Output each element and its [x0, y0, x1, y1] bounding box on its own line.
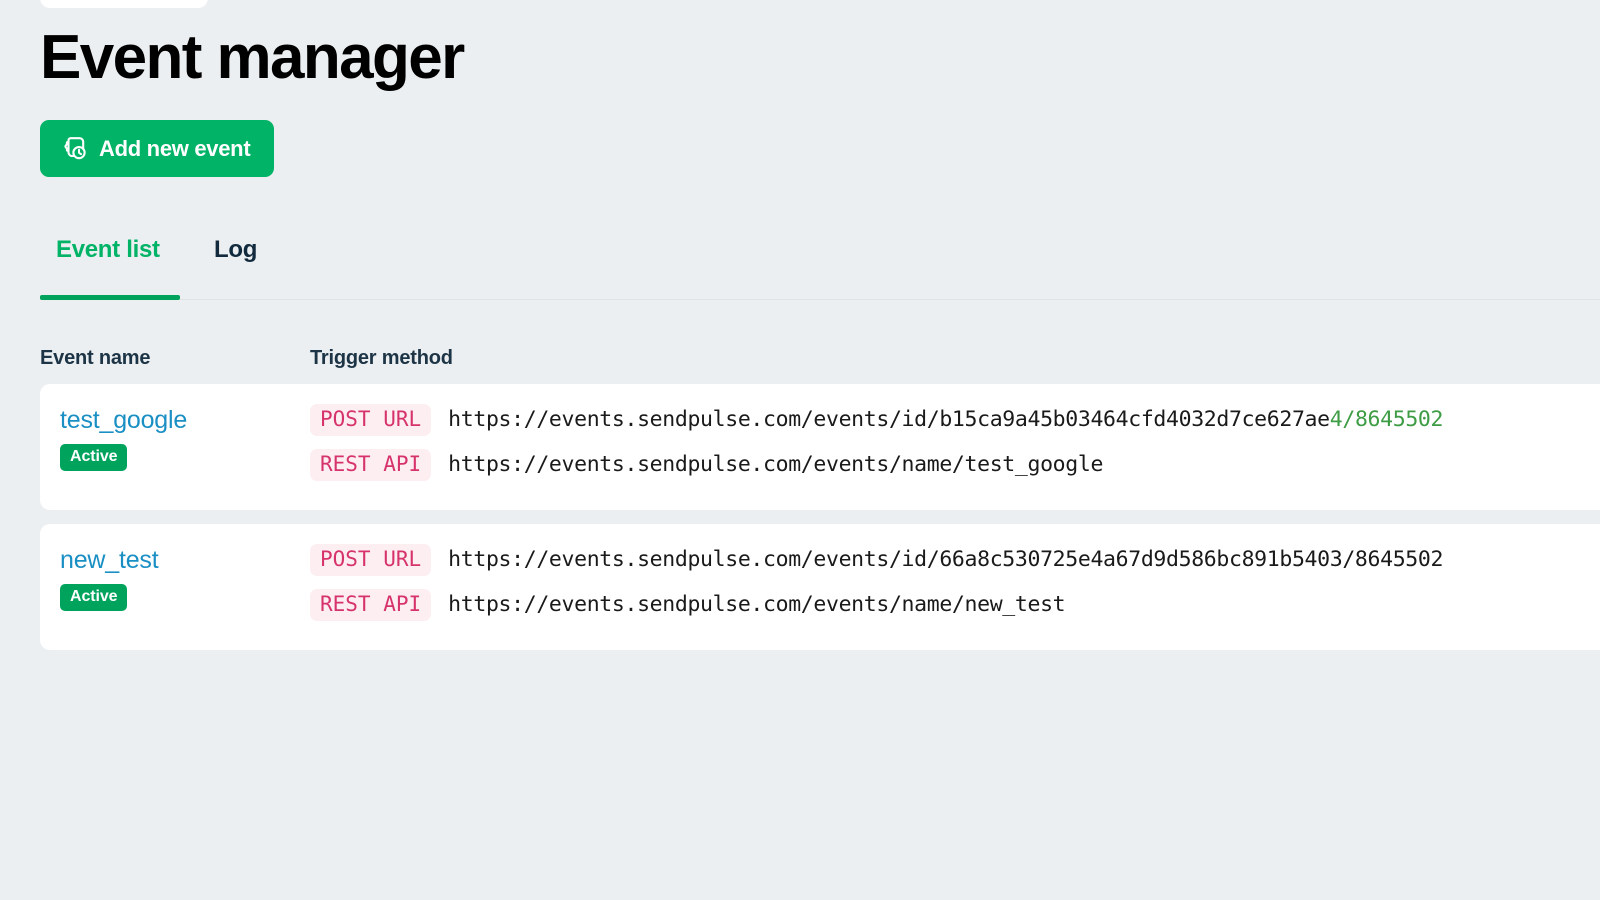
tab-event-list-label: Event list [56, 236, 160, 263]
trigger-url[interactable]: https://events.sendpulse.com/events/id/b… [448, 407, 1443, 432]
trigger-url[interactable]: https://events.sendpulse.com/events/name… [448, 592, 1065, 617]
trigger-line: POST URL https://events.sendpulse.com/ev… [310, 544, 1600, 589]
trigger-line: POST URL https://events.sendpulse.com/ev… [310, 404, 1600, 449]
tab-event-list[interactable]: Event list [50, 232, 166, 298]
trigger-line: REST API https://events.sendpulse.com/ev… [310, 589, 1600, 634]
tab-bar: Event list Log [40, 232, 1600, 300]
cell-event-name: new_test Active [40, 538, 310, 634]
event-name-link[interactable]: test_google [60, 406, 188, 434]
trigger-line: REST API https://events.sendpulse.com/ev… [310, 449, 1600, 494]
event-name-link[interactable]: new_test [60, 546, 159, 574]
add-new-event-button[interactable]: Add new event [40, 120, 275, 177]
add-new-event-label: Add new event [99, 135, 251, 161]
trigger-method-badge: REST API [310, 589, 432, 621]
table-row: new_test Active POST URL https://events.… [40, 524, 1600, 650]
cell-trigger-method: POST URL https://events.sendpulse.com/ev… [310, 538, 1600, 634]
trigger-method-badge: POST URL [310, 544, 432, 576]
trigger-url-text: https://events.sendpulse.com/events/name… [448, 452, 1104, 477]
trigger-url-text: https://events.sendpulse.com/events/id/6… [448, 547, 1444, 572]
page-title: Event manager [40, 23, 465, 92]
table-header-row: Event name Trigger method [0, 332, 1600, 384]
trigger-method-badge: REST API [310, 449, 432, 481]
trigger-url[interactable]: https://events.sendpulse.com/events/id/6… [448, 547, 1443, 572]
cell-event-name: test_google Active [40, 398, 310, 494]
tab-bar-divider [40, 299, 1600, 300]
tab-active-indicator [40, 295, 180, 300]
status-badge: Active [60, 444, 128, 471]
trigger-url[interactable]: https://events.sendpulse.com/events/name… [448, 452, 1103, 477]
trigger-url-tail: 4/8645502 [1329, 407, 1444, 432]
top-panel-stub [40, 0, 208, 8]
trigger-url-text: https://events.sendpulse.com/events/id/b… [448, 407, 1330, 432]
column-header-event-name: Event name [40, 346, 151, 369]
status-badge: Active [60, 584, 128, 611]
cell-trigger-method: POST URL https://events.sendpulse.com/ev… [310, 398, 1600, 494]
tab-log[interactable]: Log [208, 232, 263, 298]
trigger-url-text: https://events.sendpulse.com/events/name… [448, 592, 1066, 617]
table-row: test_google Active POST URL https://even… [40, 384, 1600, 510]
column-header-trigger-method: Trigger method [310, 346, 453, 369]
event-table: Event name Trigger method test_google Ac… [0, 332, 1600, 664]
event-clock-icon [62, 136, 88, 162]
tab-log-label: Log [214, 236, 258, 263]
trigger-method-badge: POST URL [310, 404, 432, 436]
